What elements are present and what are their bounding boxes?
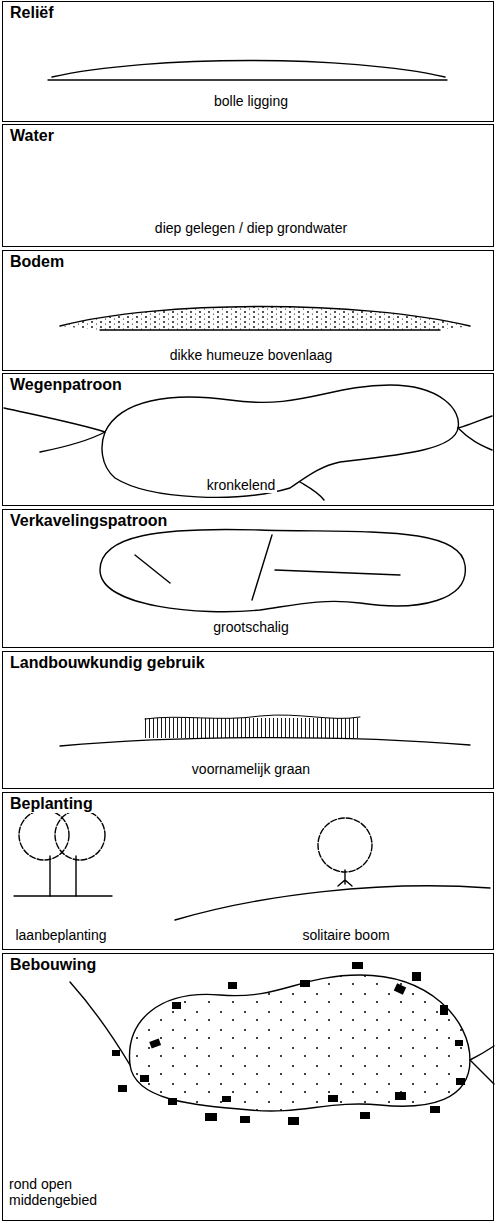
parcel-outline [100,529,465,611]
house [440,1005,448,1015]
road-branch [40,432,105,452]
house [112,1050,120,1056]
tree-trunk [50,856,76,896]
house [300,980,310,987]
panel-caption: dikke humeuze bovenlaag [168,347,335,363]
house [205,1113,217,1121]
tree-trunk [338,870,352,886]
house [394,983,406,994]
panel-caption: rond open middengebied [7,1176,123,1208]
road-branch [470,1060,494,1084]
panel-heading: Verkavelingspatroon [8,512,169,530]
panel-heading: Bodem [8,253,66,271]
village-ring [130,975,470,1111]
house [172,1002,181,1009]
house [412,972,421,981]
ground-line [48,79,447,80]
panel-heading: Reliëf [8,4,56,22]
houses [112,962,465,1125]
house [149,1038,161,1048]
road-branch [70,982,130,1065]
house [360,1112,370,1119]
panel-caption: grootschalig [211,619,291,635]
landscape-panel: Reliëf bolle ligging [2,1,494,122]
ground-line [14,895,112,896]
house [430,1106,440,1113]
landscape-panel: Wegenpatroon kronkelend [2,373,494,506]
road-branch [4,408,105,432]
subsoil-line [100,329,440,330]
panel-caption: diep gelegen / diep grondwater [153,220,349,236]
parcel-boundary [275,570,400,575]
house [222,1096,231,1102]
landscape-panel: Bodem dikke humeuze bovenlaag [2,250,494,371]
parcel-boundary [135,555,170,583]
panel-caption: kronkelend [205,477,278,493]
house [118,1085,127,1092]
panel-caption: bolle ligging [212,93,290,109]
panel-caption: voornamelijk graan [190,761,312,777]
house [395,1092,406,1100]
panel-heading: Bebouwing [8,956,98,974]
panel-heading: Beplanting [8,795,95,813]
surface-line [60,307,470,327]
humus-layer [60,307,470,331]
panel-heading: Water [8,127,56,145]
winding-road [102,385,458,497]
house [456,1078,465,1085]
house [328,1095,338,1102]
ground-line [175,886,490,920]
panel-caption: laanbeplanting [13,927,108,943]
panel-heading: Landbouwkundig gebruik [8,654,207,672]
landscape-panel: Bebouwing rond open middengebied [2,953,494,1221]
grain-top [145,715,360,719]
landscape-panel: Beplanting laanbeplanting solitaire boom [2,792,494,950]
house [288,1117,299,1125]
house [168,1098,177,1105]
house [352,962,363,969]
convex-relief [52,61,445,78]
landscape-panel: Landbouwkundig gebruik voornamelijk graan [2,651,494,789]
tree-crown [55,810,105,860]
house [455,1040,463,1046]
house [240,1116,250,1123]
road-branch [470,1046,494,1060]
field-ground [60,738,470,746]
house [228,982,237,989]
house [140,1075,149,1082]
landscape-panel: Verkavelingspatroon grootschalig [2,509,494,648]
panel-heading: Wegenpatroon [8,376,124,394]
road-branch [458,428,492,450]
grain-crop [145,718,360,738]
panel-caption: solitaire boom [300,927,391,943]
parcel-boundary [252,535,272,600]
road-branch [458,416,492,428]
landscape-panel: Water diep gelegen / diep grondwater [2,124,494,247]
tree-crown [318,818,372,872]
road-branch [300,482,324,500]
